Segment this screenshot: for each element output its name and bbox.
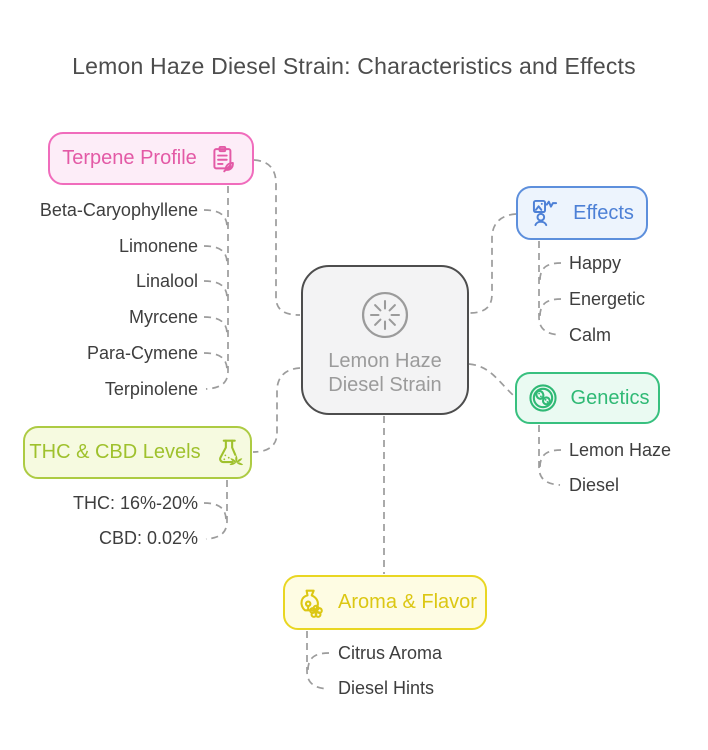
list-item-terpene: Terpinolene <box>104 379 198 399</box>
genetics-items-line <box>538 425 561 486</box>
clipboard-leaf-icon <box>213 145 234 172</box>
list-item-terpene: Limonene <box>118 236 198 256</box>
list-item-genetics: Lemon Haze <box>569 440 672 460</box>
terpene-item-elbow <box>203 245 228 264</box>
branch-node-aroma-flavor[interactable]: Aroma & Flavor <box>283 575 487 630</box>
list-item-aroma: Citrus Aroma <box>338 643 443 663</box>
terpene-item-elbow <box>203 352 228 371</box>
list-item-effects: Calm <box>569 325 612 345</box>
branch-node-terpene-profile[interactable]: Terpene Profile <box>48 132 254 185</box>
branch-node-thc-cbd-levels[interactable]: THC & CBD Levels <box>23 426 252 479</box>
thc-item-elbow <box>203 502 227 521</box>
connector-terpene-central <box>253 159 301 316</box>
list-item-terpene: Para-Cymene <box>86 343 198 363</box>
list-item-effects: Energetic <box>569 289 646 309</box>
effects-item-elbow <box>539 262 562 281</box>
aroma-items-line <box>306 631 329 690</box>
terpene-item-elbow <box>203 316 228 335</box>
branch-node-genetics[interactable]: Genetics <box>515 372 660 424</box>
list-item-genetics: Diesel <box>569 475 620 495</box>
terpene-item-elbow <box>203 280 228 299</box>
list-item-terpene: Linalool <box>135 271 198 291</box>
connector-effects-central <box>468 213 517 314</box>
flask-leaf-icon <box>218 439 243 465</box>
thc-items-line <box>205 480 228 540</box>
effects-items-line <box>538 241 561 336</box>
connector-central-genetics <box>468 363 515 397</box>
aroma-item-elbow <box>307 652 330 671</box>
branch-label: Genetics <box>570 386 650 409</box>
person-activity-icon <box>533 199 558 227</box>
spinner-icon <box>361 291 409 339</box>
terpene-item-elbow <box>203 209 228 228</box>
branch-label: Aroma & Flavor <box>338 591 477 613</box>
petri-dish-icon <box>528 384 557 412</box>
terpene-items-line <box>205 186 229 390</box>
diffuser-flower-icon <box>300 589 323 618</box>
list-item-terpene: Beta-Caryophyllene <box>39 200 198 220</box>
list-item-thc: THC: 16%-20% <box>72 493 198 513</box>
branch-label: THC & CBD Levels <box>29 441 201 463</box>
genetics-item-elbow <box>539 449 562 468</box>
branch-node-effects[interactable]: Effects <box>516 186 648 240</box>
list-item-terpene: Myrcene <box>128 307 198 327</box>
central-label-line2: Diesel Strain <box>328 374 442 396</box>
effects-item-elbow <box>539 298 562 317</box>
list-item-aroma: Diesel Hints <box>338 678 435 698</box>
central-node-label: Lemon Haze Diesel Strain <box>328 349 441 397</box>
branch-label: Terpene Profile <box>62 147 197 169</box>
branch-label: Effects <box>573 201 634 224</box>
page-title: Lemon Haze Diesel Strain: Characteristic… <box>72 53 636 79</box>
list-item-thc: CBD: 0.02% <box>98 528 198 548</box>
connector-central-thc <box>252 367 301 453</box>
central-node[interactable]: Lemon Haze Diesel Strain <box>301 265 469 415</box>
central-label-line1: Lemon Haze <box>328 350 442 372</box>
list-item-effects: Happy <box>569 253 622 273</box>
